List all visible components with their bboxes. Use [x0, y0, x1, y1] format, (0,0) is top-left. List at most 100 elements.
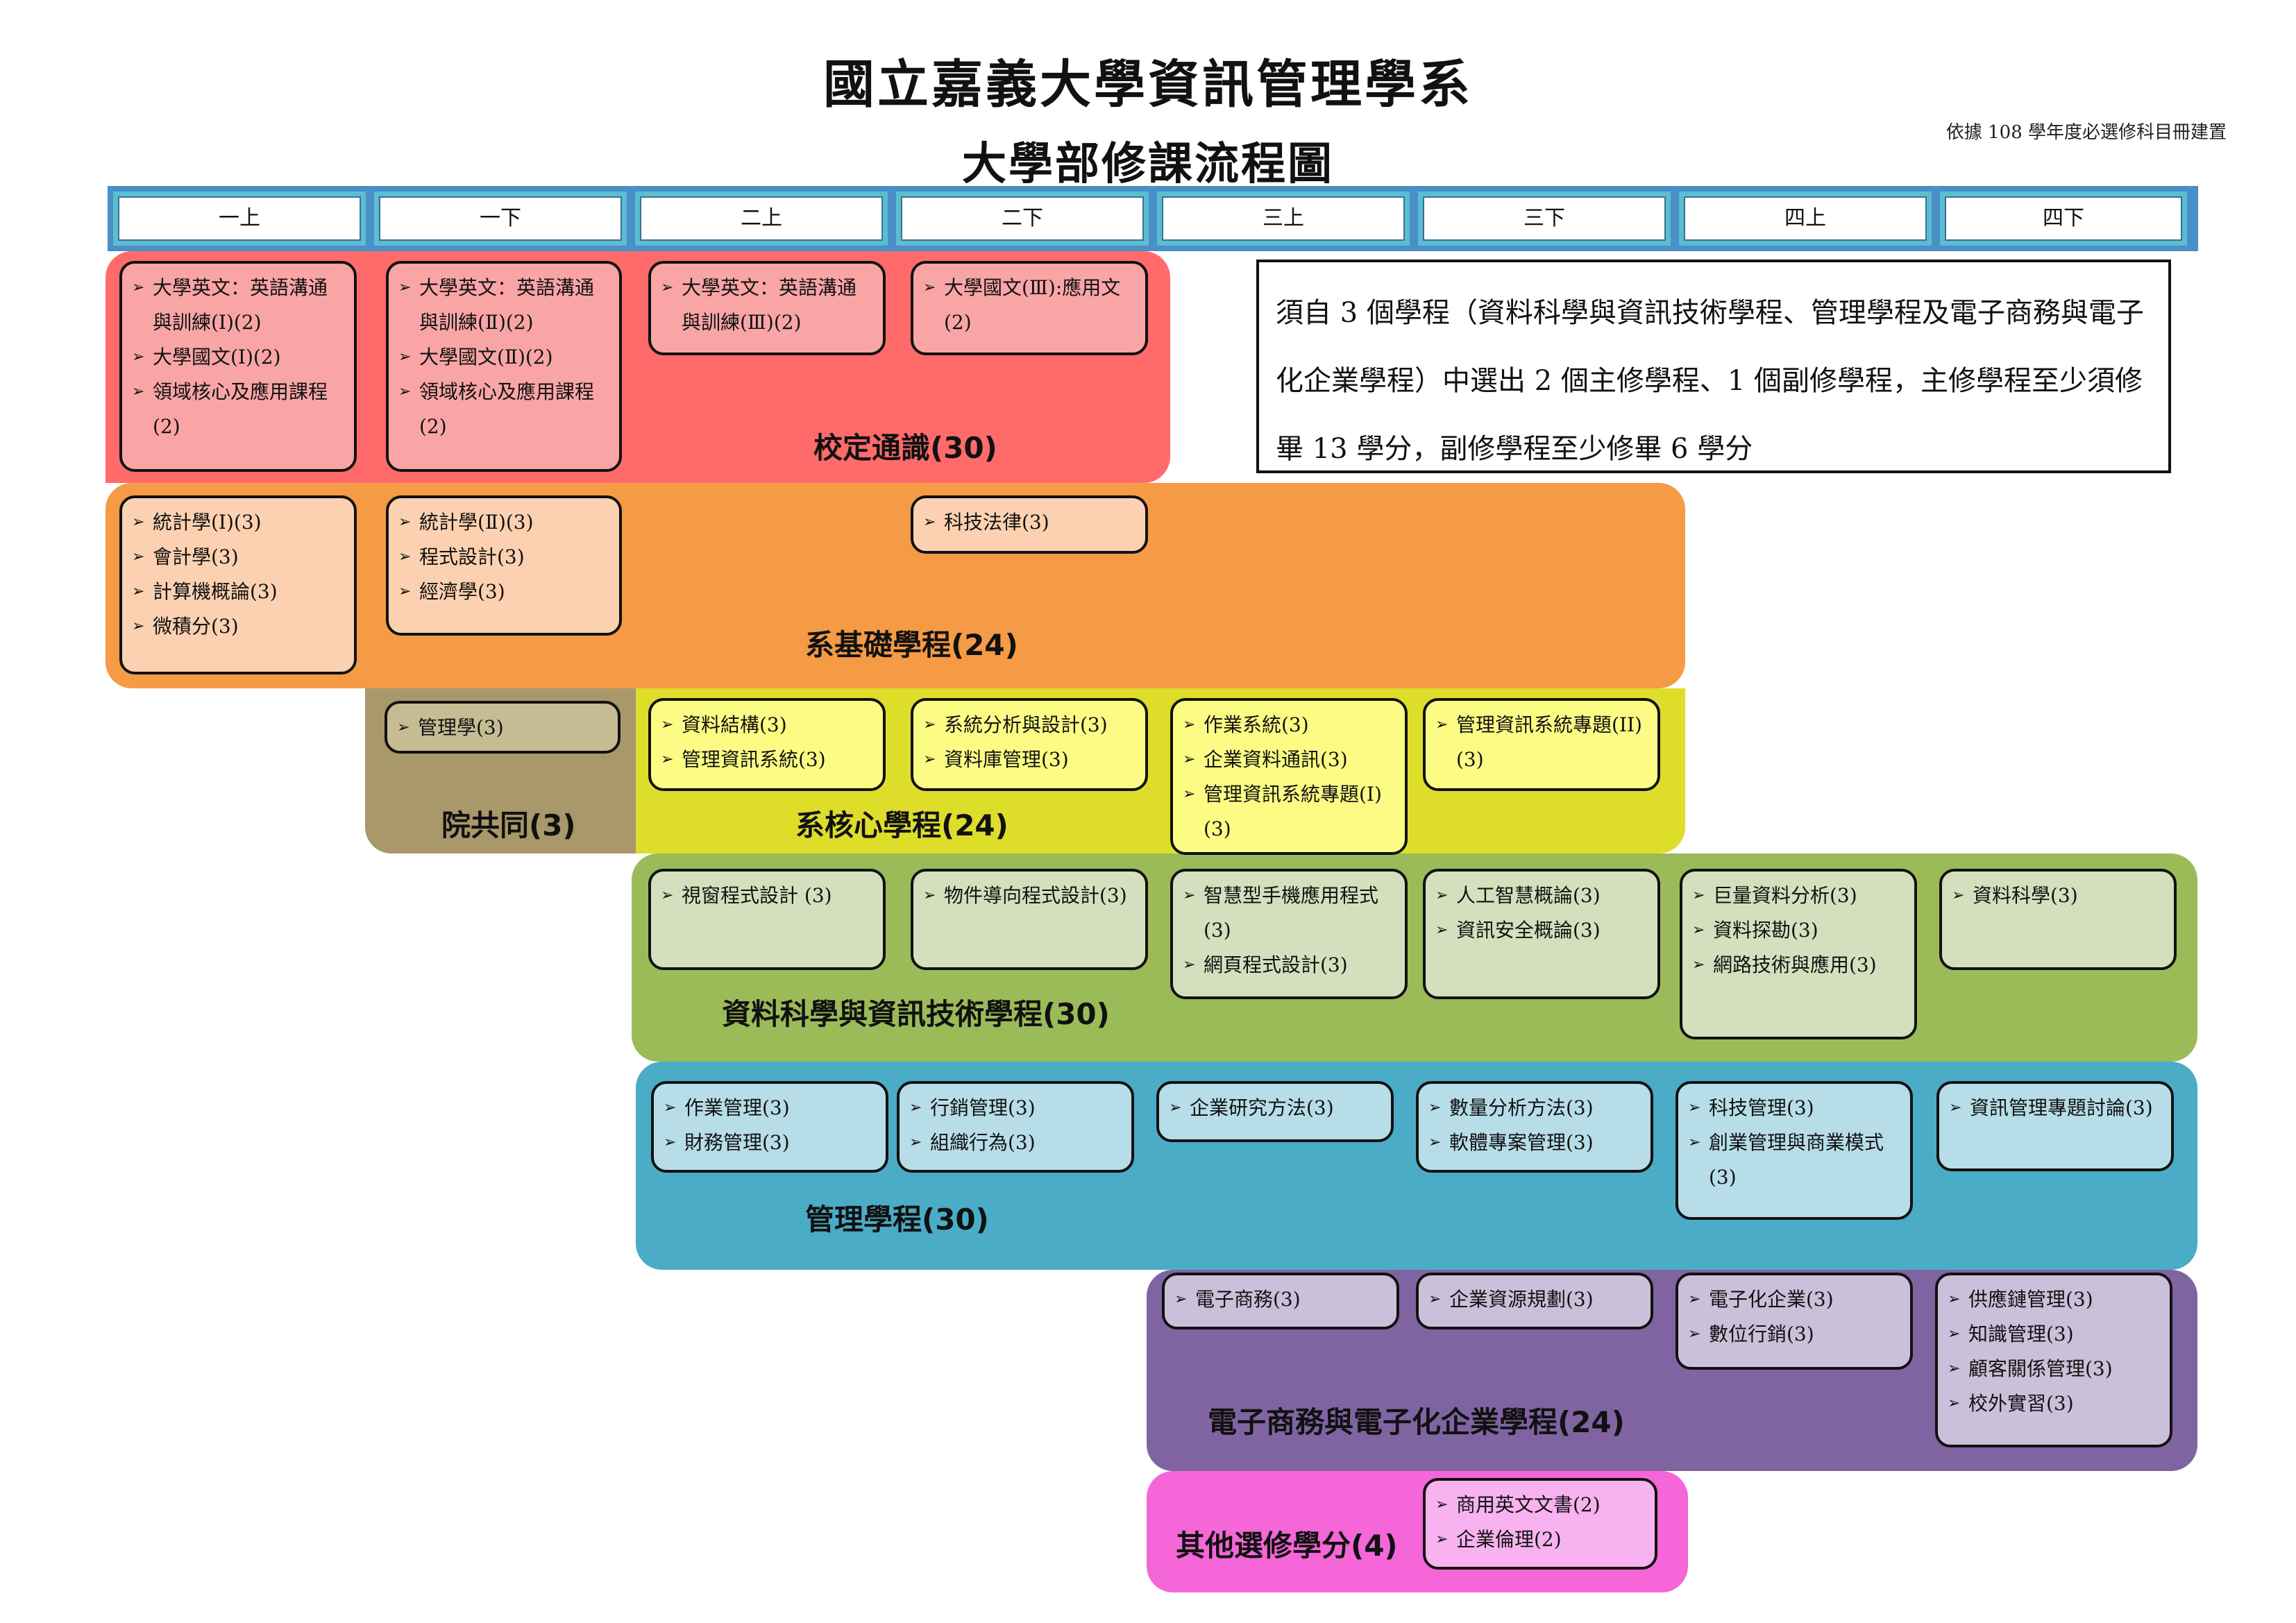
arrow-bullet-icon: ➢: [1435, 1496, 1449, 1513]
course-name: 資料庫管理(3): [944, 748, 1069, 771]
course-box-ds-4b: ➢資料科學(3): [1939, 869, 2177, 970]
arrow-bullet-icon: ➢: [398, 383, 412, 400]
arrow-bullet-icon: ➢: [1692, 887, 1705, 904]
course-name: 財務管理(3): [684, 1131, 790, 1154]
semester-header-8: 四下: [1940, 192, 2187, 246]
semester-header-4: 二下: [896, 192, 1149, 246]
course-item: ➢大學國文(Ⅲ):應用文(2): [923, 271, 1136, 340]
course-name: 巨量資料分析(3): [1713, 884, 1857, 907]
semester-label: 一下: [379, 196, 622, 241]
course-box-ec-3a: ➢電子商務(3): [1162, 1273, 1399, 1329]
arrow-bullet-icon: ➢: [398, 513, 412, 531]
arrow-bullet-icon: ➢: [132, 383, 145, 400]
arrow-bullet-icon: ➢: [132, 548, 145, 566]
course-name: 大學國文(Ⅰ)(2): [153, 346, 281, 368]
course-name: 計算機概論(3): [153, 580, 278, 603]
course-item: ➢ 軟體專案管理(3): [1428, 1125, 1641, 1160]
semester-label: 三下: [1423, 196, 1666, 241]
course-name: 資料結構(3): [682, 713, 787, 736]
course-item: ➢ 系統分析與設計(3): [923, 708, 1136, 742]
course-item: ➢大學英文：英語溝通與訓練(Ⅰ)(2): [132, 271, 344, 340]
arrow-bullet-icon: ➢: [1428, 1099, 1442, 1116]
course-item: ➢校外實習(3): [1948, 1386, 2160, 1421]
arrow-bullet-icon: ➢: [1183, 887, 1196, 904]
arrow-bullet-icon: ➢: [1183, 716, 1196, 733]
course-item: ➢企業研究方法(3): [1169, 1091, 1381, 1125]
course-name: 企業資源規劃(3): [1449, 1288, 1594, 1311]
course-name: 企業研究方法(3): [1190, 1096, 1334, 1119]
band-label-mgmt: 管理學程(30): [805, 1203, 989, 1237]
arrow-bullet-icon: ➢: [923, 716, 936, 733]
arrow-bullet-icon: ➢: [398, 583, 412, 600]
course-name: 系統分析與設計(3): [944, 713, 1108, 736]
course-name: 領域核心及應用課程(2): [419, 380, 595, 438]
course-item: ➢ 領域核心及應用課程(2): [132, 375, 344, 444]
course-name: 資料科學(3): [1973, 884, 2078, 907]
arrow-bullet-icon: ➢: [1428, 1134, 1442, 1151]
course-item: ➢微積分(3): [132, 609, 344, 644]
course-item: ➢科技管理(3): [1688, 1091, 1900, 1125]
course-box-ec-3b: ➢企業資源規劃(3): [1416, 1273, 1653, 1329]
course-box-ec-4a: ➢電子化企業(3)➢數位行銷(3): [1675, 1273, 1913, 1370]
course-item: ➢大學英文：英語溝通與訓練(Ⅱ)(2): [398, 271, 609, 340]
arrow-bullet-icon: ➢: [1692, 921, 1705, 939]
course-item: ➢組織行為(3): [909, 1125, 1122, 1160]
course-item: ➢網頁程式設計(3): [1183, 948, 1395, 983]
band-label-college: 院共同(3): [441, 808, 576, 842]
course-name: 程式設計(3): [419, 545, 525, 568]
course-box-general-2b: ➢大學國文(Ⅲ):應用文(2): [911, 261, 1148, 355]
course-item: ➢人工智慧概論(3): [1435, 878, 1648, 913]
arrow-bullet-icon: ➢: [923, 887, 936, 904]
course-name: 網頁程式設計(3): [1204, 953, 1348, 976]
course-name: 校外實習(3): [1968, 1392, 2074, 1415]
course-item: ➢財務管理(3): [664, 1125, 876, 1160]
semester-label: 二下: [901, 196, 1144, 241]
course-name: 資訊安全概論(3): [1456, 919, 1601, 942]
course-name: 電子商務(3): [1195, 1288, 1301, 1311]
course-item: ➢行銷管理(3): [909, 1091, 1122, 1125]
arrow-bullet-icon: ➢: [923, 751, 936, 768]
course-box-ds-3b: ➢人工智慧概論(3)➢資訊安全概論(3): [1423, 869, 1660, 999]
course-box-general-1a: ➢大學英文：英語溝通與訓練(Ⅰ)(2) ➢ 大學國文(Ⅰ)(2) ➢ 領域核心及應用課程…: [119, 261, 357, 472]
course-name: 領域核心及應用課程(2): [153, 380, 328, 438]
page-title: 國立嘉義大學資訊管理學系: [823, 55, 1473, 114]
course-item: ➢資料探勘(3): [1692, 913, 1905, 948]
band-label-other: 其他選修學分(4): [1176, 1529, 1398, 1563]
band-ds: [632, 853, 2197, 1062]
course-name: 軟體專案管理(3): [1449, 1131, 1594, 1154]
band-label-ds: 資料科學與資訊技術學程(30): [722, 997, 1110, 1031]
arrow-bullet-icon: ➢: [1949, 1099, 1962, 1116]
course-item: ➢管理資訊系統專題(I)(3): [1183, 777, 1395, 847]
band-label-general: 校定通識(30): [813, 431, 997, 465]
course-item: ➢統計學(Ⅰ)(3): [132, 505, 344, 540]
course-item: ➢統計學(Ⅱ)(3): [398, 505, 609, 540]
course-box-general-1b: ➢大學英文：英語溝通與訓練(Ⅱ)(2)➢大學國文(Ⅱ)(2)➢領域核心及應用課程…: [386, 261, 622, 472]
course-item: ➢視窗程式設計 (3): [661, 878, 873, 913]
arrow-bullet-icon: ➢: [398, 548, 412, 566]
course-item: ➢ 智慧型手機應用程式(3): [1183, 878, 1395, 948]
course-box-basic-1b: ➢統計學(Ⅱ)(3)➢程式設計(3)➢經濟學(3): [386, 495, 622, 636]
arrow-bullet-icon: ➢: [132, 583, 145, 600]
course-item: ➢創業管理與商業模式(3): [1688, 1125, 1900, 1195]
arrow-bullet-icon: ➢: [661, 279, 674, 296]
arrow-bullet-icon: ➢: [1183, 751, 1196, 768]
course-item: ➢數位行銷(3): [1688, 1317, 1900, 1352]
course-item: ➢數量分析方法(3): [1428, 1091, 1641, 1125]
course-name: 大學英文：英語溝通與訓練(Ⅲ)(2): [682, 276, 857, 334]
course-item: ➢ 巨量資料分析(3): [1692, 878, 1905, 913]
arrow-bullet-icon: ➢: [1692, 956, 1705, 974]
course-name: 行銷管理(3): [930, 1096, 1036, 1119]
course-name: 智慧型手機應用程式(3): [1204, 884, 1379, 942]
arrow-bullet-icon: ➢: [1688, 1099, 1701, 1116]
course-name: 顧客關係管理(3): [1968, 1357, 2113, 1380]
course-item: ➢資訊管理專題討論(3): [1949, 1091, 2161, 1125]
course-name: 管理資訊系統專題(I)(3): [1204, 783, 1382, 840]
course-item: ➢資訊安全概論(3): [1435, 913, 1648, 948]
course-box-core-3a: ➢作業系統(3)➢企業資料通訊(3)➢管理資訊系統專題(I)(3): [1170, 698, 1408, 855]
course-item: ➢企業資料通訊(3): [1183, 742, 1395, 777]
arrow-bullet-icon: ➢: [132, 618, 145, 635]
course-box-general-2a: ➢ 大學英文：英語溝通與訓練(Ⅲ)(2): [648, 261, 886, 355]
course-name: 會計學(3): [153, 545, 239, 568]
arrow-bullet-icon: ➢: [661, 716, 674, 733]
course-name: 人工智慧概論(3): [1456, 884, 1601, 907]
